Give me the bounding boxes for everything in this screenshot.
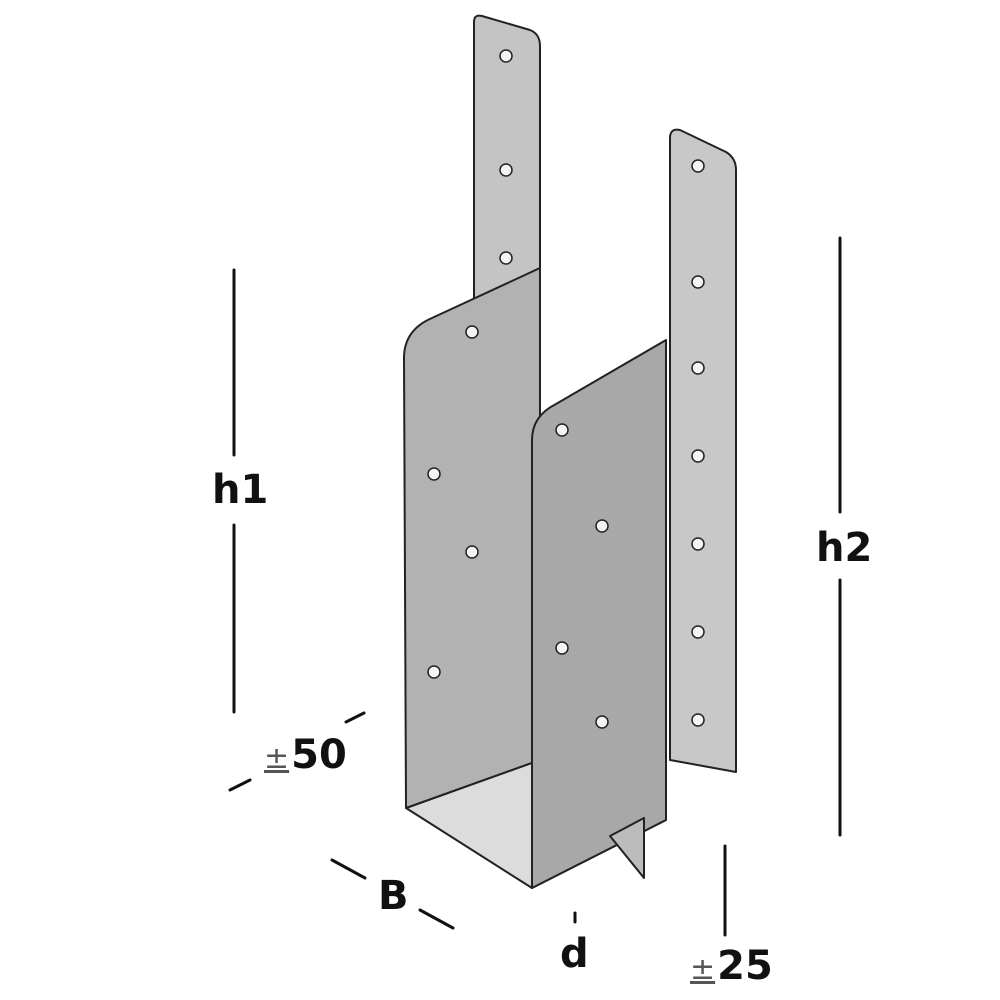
bottom-fin [609, 817, 645, 879]
left-side-plate [403, 267, 541, 809]
back-strap-left [473, 14, 541, 301]
tolerance-50: ±50 [264, 735, 347, 775]
tolerance-25: ±25 [690, 946, 773, 986]
tolerance-25-value: 25 [717, 943, 773, 989]
right-strap [669, 128, 737, 773]
front-side-plate [531, 339, 667, 889]
plus-minus-icon: ± [264, 741, 290, 776]
label-h2: h2 [816, 525, 873, 571]
label-d: d [560, 931, 589, 977]
label-h1: h1 [212, 467, 269, 513]
plus-minus-icon: ± [690, 952, 716, 987]
label-B: B [378, 873, 409, 919]
tolerance-50-value: 50 [291, 732, 347, 778]
